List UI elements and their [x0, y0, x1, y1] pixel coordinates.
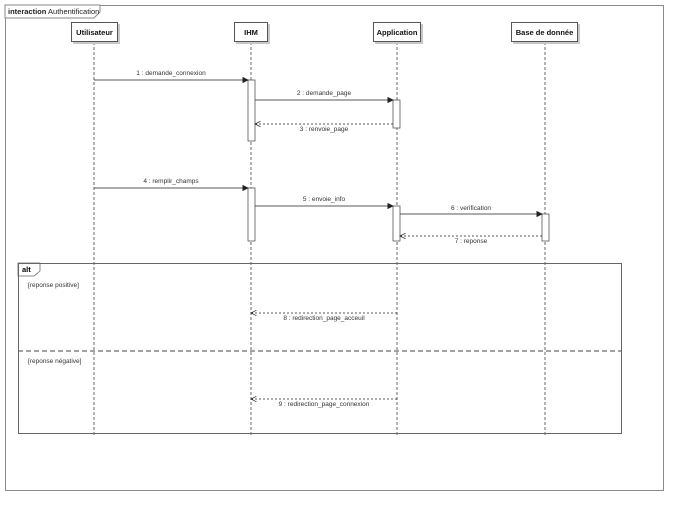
activation-base-1 [541, 213, 550, 242]
interaction-frame [5, 5, 664, 491]
frame-keyword: interaction [8, 7, 47, 16]
frame-title: interaction Authentification [8, 5, 99, 18]
message-3-label: 3 : renvoie_page [299, 126, 349, 133]
guard-positive: [reponse positive] [28, 282, 79, 289]
activation-ihm-1 [247, 79, 256, 142]
guard-negative: [reponse négative] [28, 358, 82, 365]
lifeline-utilisateur-head[interactable]: Utilisateur [71, 22, 118, 42]
alt-fragment [18, 263, 622, 434]
message-1-label: 1 : demande_connexion [136, 70, 206, 77]
activation-application-2 [392, 205, 401, 242]
alt-label: alt [22, 265, 31, 274]
message-2-label: 2 : demande_page [296, 90, 352, 97]
activation-ihm-2 [247, 187, 256, 242]
message-5-label: 5 : envoie_info [302, 196, 346, 203]
lifeline-ihm-head[interactable]: IHM [234, 22, 268, 42]
message-8-label: 8 : redirection_page_acceuil [283, 315, 365, 322]
message-4-label: 4 : remplir_champs [143, 178, 199, 185]
message-7-label: 7 : reponse [454, 238, 488, 245]
lifeline-base-head[interactable]: Base de donnée [511, 22, 578, 42]
frame-name: Authentification [48, 7, 100, 16]
lifeline-application-head[interactable]: Application [373, 22, 421, 42]
message-6-label: 6 : verification [450, 205, 492, 212]
activation-application-1 [392, 99, 401, 129]
message-9-label: 9 : redirection_page_connexion [278, 401, 370, 408]
